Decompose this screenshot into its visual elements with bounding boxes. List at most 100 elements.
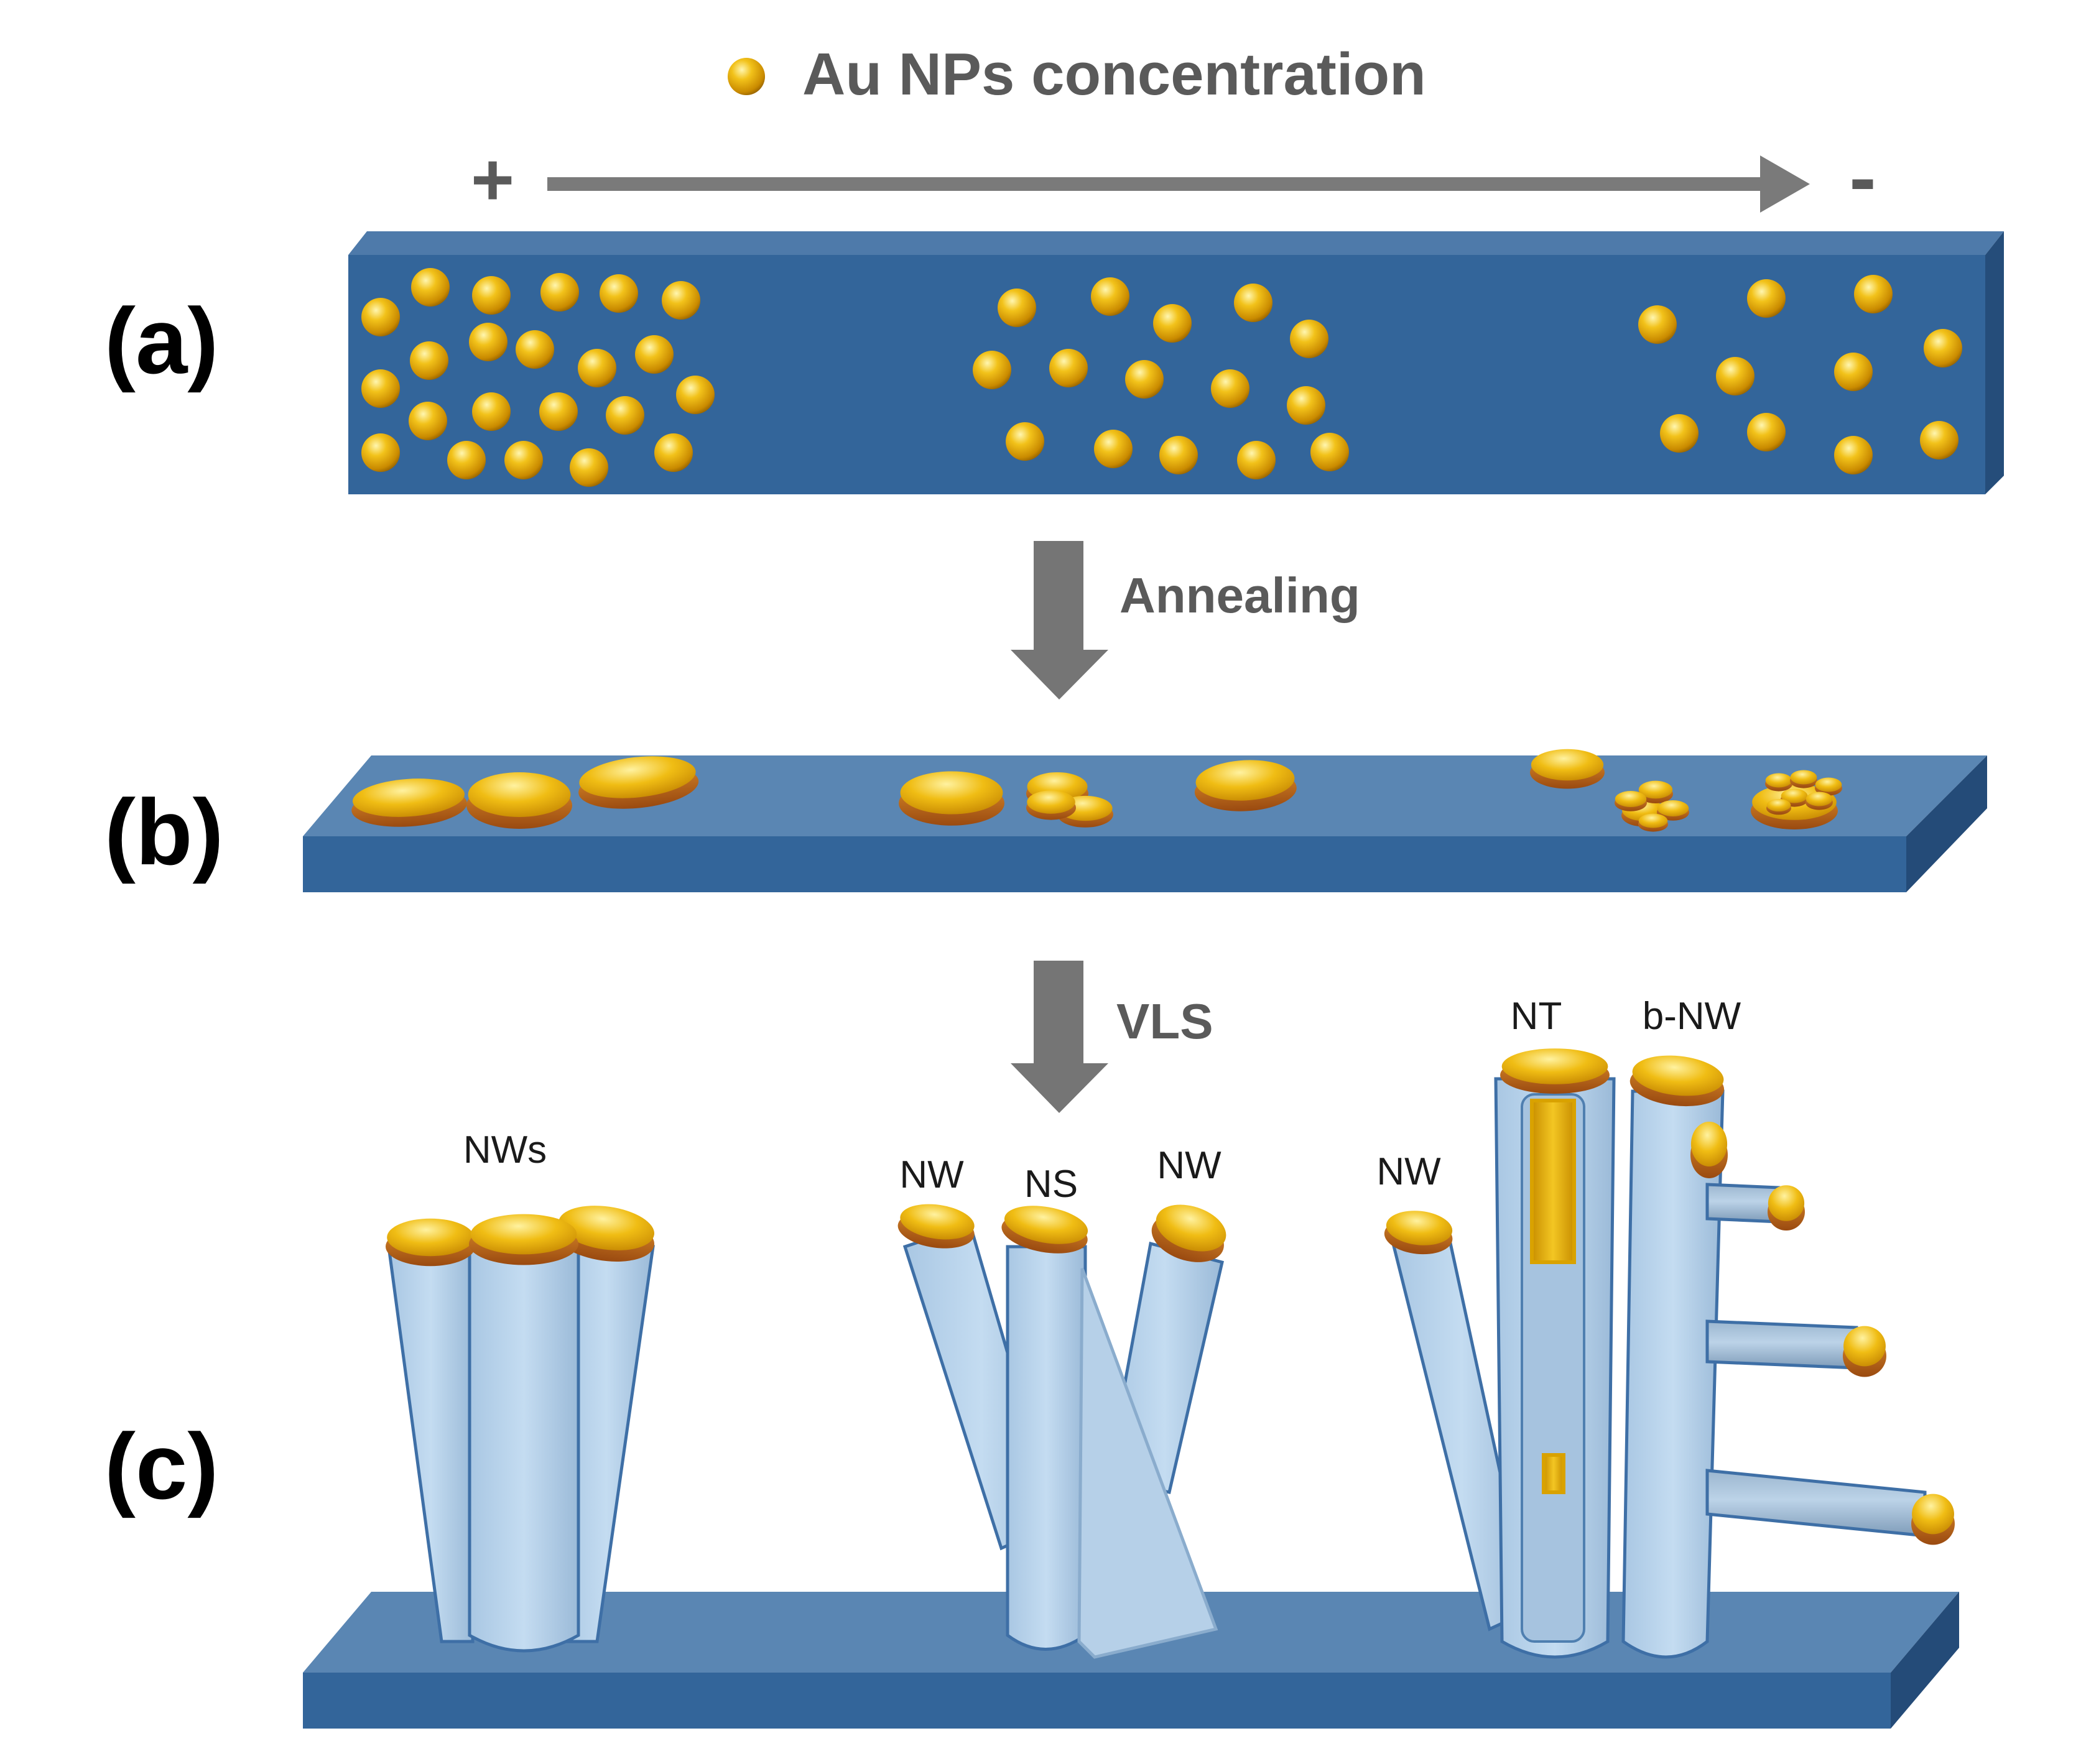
annealing-label: Annealing xyxy=(1119,568,1360,623)
gold-cap-dome xyxy=(1815,777,1842,792)
gold-nanoparticle xyxy=(1211,369,1249,408)
annealing-arrow-shaft xyxy=(1034,541,1083,653)
gold-cap-dome xyxy=(1843,1326,1886,1367)
gold-cap-dome xyxy=(1386,1211,1453,1245)
gold-nanoparticle xyxy=(1125,360,1164,399)
gold-nanoparticle xyxy=(361,369,400,408)
concentration-gradient-arrow: + - xyxy=(471,132,1876,223)
gold-cap-dome xyxy=(1781,788,1808,803)
gold-nanoparticle xyxy=(998,289,1036,327)
vls-arrow: VLS xyxy=(1011,961,1213,1113)
nanowire-middle-center xyxy=(1006,1245,1087,1651)
legend: Au NPs concentration xyxy=(728,41,1426,108)
gold-cap xyxy=(466,772,572,829)
gold-cap xyxy=(897,1204,975,1249)
gold-cap xyxy=(1911,1494,1955,1545)
gold-nanoparticle xyxy=(1920,421,1959,459)
gold-nanoparticle xyxy=(1091,277,1129,316)
gold-cap-dome xyxy=(1790,770,1817,785)
substrate-a-top xyxy=(348,231,2004,255)
gold-nanoparticle xyxy=(1854,275,1893,313)
gold-cap-dome xyxy=(900,771,1003,815)
nanotube-gold-segment xyxy=(1542,1453,1565,1494)
label-ns: NS xyxy=(1024,1163,1078,1206)
gold-cap xyxy=(1843,1326,1886,1377)
gold-cap-dome xyxy=(468,772,571,817)
gold-cap-dome xyxy=(1806,792,1833,806)
gold-nanoparticle xyxy=(447,441,486,479)
gold-cap-dome xyxy=(1768,1185,1805,1221)
gold-nanoparticle xyxy=(1747,279,1786,318)
gold-cap xyxy=(1500,1048,1610,1094)
annealing-arrow: Annealing xyxy=(1011,541,1360,700)
gold-cap xyxy=(1384,1211,1453,1255)
gold-cap-dome xyxy=(470,1214,577,1255)
gold-nanoparticle xyxy=(361,433,400,472)
substrate-a-side xyxy=(1985,231,2004,494)
panel-label-b: (b) xyxy=(104,780,224,884)
nanowire-group-left xyxy=(387,1245,655,1653)
gold-cap xyxy=(386,1218,475,1267)
gold-nanoparticle xyxy=(1237,441,1276,479)
gold-nanoparticle xyxy=(600,274,638,313)
gold-cap-dome xyxy=(1638,780,1673,799)
substrate-c-side xyxy=(1891,1592,1959,1729)
substrate-b-side xyxy=(1906,755,1987,892)
legend-label: Au NPs concentration xyxy=(802,41,1426,108)
gold-nanoparticle xyxy=(516,330,554,369)
gold-cap xyxy=(899,771,1004,826)
gold-nanoparticle xyxy=(1834,353,1873,391)
gold-nanoparticle xyxy=(1234,284,1272,322)
label-nw-middle-left: NW xyxy=(899,1153,964,1196)
gold-cap-dome xyxy=(1690,1122,1728,1166)
gold-nanoparticle xyxy=(1153,304,1192,343)
vls-arrow-head xyxy=(1011,1063,1108,1113)
gold-nanoparticle xyxy=(973,351,1011,389)
gold-nanoparticle xyxy=(1924,329,1962,367)
gold-cap xyxy=(351,778,467,827)
nanotube-gold-core xyxy=(1530,1099,1576,1264)
gold-cap xyxy=(1768,1185,1805,1231)
gold-cap-dome xyxy=(1632,1055,1724,1096)
gold-nanoparticle xyxy=(361,298,400,336)
gold-nanoparticle xyxy=(539,392,578,431)
gold-nanoparticle xyxy=(472,392,511,431)
gold-cap-dome xyxy=(1501,1048,1608,1084)
gold-cap xyxy=(1806,792,1833,810)
gold-nanoparticle xyxy=(504,441,543,479)
gold-cap xyxy=(1615,791,1647,811)
gold-cap-dome xyxy=(1765,773,1792,788)
gold-nanoparticle xyxy=(1159,436,1198,474)
gradient-arrow-head xyxy=(1760,155,1810,213)
branch-middle xyxy=(1705,1319,1858,1370)
substrate-b-front xyxy=(303,836,1906,892)
gold-nanoparticle xyxy=(654,433,693,472)
gold-cap xyxy=(1815,777,1842,796)
gold-nanoparticle xyxy=(1049,349,1088,387)
nanowire-center xyxy=(468,1248,580,1653)
gold-nanoparticle xyxy=(1834,436,1873,474)
substrate-b xyxy=(303,755,1987,892)
gold-nanoparticle xyxy=(1006,422,1044,461)
annealing-arrow-head xyxy=(1011,650,1108,700)
gold-cap xyxy=(1638,813,1668,832)
gold-cap-dome xyxy=(1912,1494,1954,1535)
gold-cap xyxy=(578,756,699,809)
branch-bottom xyxy=(1705,1469,1927,1538)
gold-cap xyxy=(1765,773,1792,792)
gold-nanoparticle xyxy=(1310,433,1349,471)
gold-nanoparticle xyxy=(1094,430,1133,468)
gold-nanoparticle xyxy=(469,323,508,361)
panel-label-c: (c) xyxy=(104,1414,218,1518)
gold-nanoparticle xyxy=(1716,357,1755,395)
vls-label: VLS xyxy=(1116,994,1213,1049)
gold-nanoparticle xyxy=(1638,305,1677,344)
gold-nanoparticle xyxy=(540,273,579,312)
gold-cap-dome xyxy=(1657,800,1689,816)
gold-cap xyxy=(1629,1055,1725,1107)
nanowire-left-back xyxy=(387,1245,475,1643)
gold-cap-dome xyxy=(579,756,696,798)
gold-nanoparticle xyxy=(635,335,674,374)
